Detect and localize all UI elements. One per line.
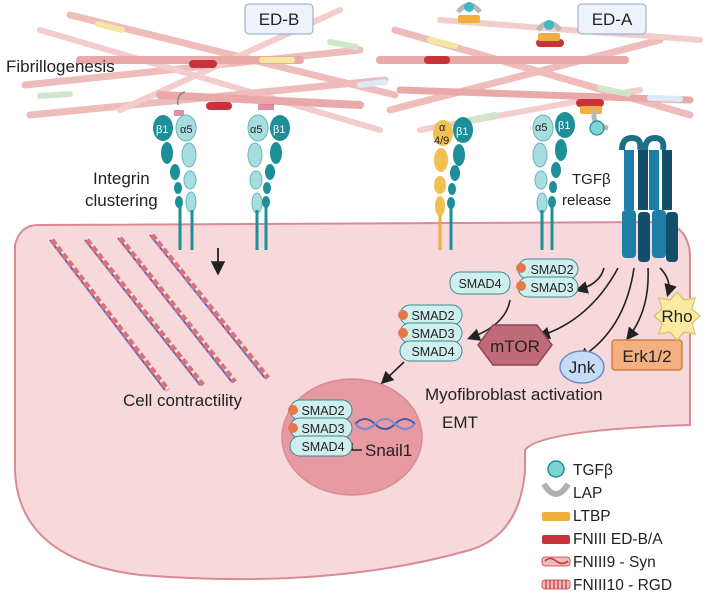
emt-label: EMT (442, 413, 478, 432)
alpha49-label-1: α (439, 122, 446, 134)
myofibroblast-activation-label: Myofibroblast activation (425, 385, 603, 404)
legend-edba-label: FNIII ED-B/A (573, 531, 663, 548)
legend-tgfb-swatch (547, 460, 565, 478)
latent-tgfb-complex-right (536, 20, 562, 41)
actin-stress-fibres (49, 233, 270, 392)
smad-complex-nucleus: SMAD2 SMAD3 SMAD4 (288, 399, 353, 457)
legend: TGFβ LAP LTBP FNIII ED-B/A FNIII9 - Syn … (541, 460, 672, 594)
ed-a-label: ED-A (592, 10, 633, 29)
smad2-label: SMAD2 (301, 404, 344, 418)
smad2-label: SMAD2 (411, 309, 454, 323)
fibronectin-fibres (21, 7, 703, 133)
cell-contractility-label: Cell contractility (123, 391, 243, 410)
alpha5-label-right: α5 (535, 122, 547, 134)
ed-a-box (577, 3, 647, 35)
integrin-dimer-alpha49 (433, 117, 473, 250)
tgfb-release-label-2: release (562, 192, 611, 209)
ed-b-box (244, 3, 314, 35)
smad4-label: SMAD4 (301, 440, 344, 454)
legend-syn-swatch (541, 556, 571, 567)
mtor-label: mTOR (490, 337, 540, 356)
alpha49-label-2: 4/9 (434, 135, 449, 147)
integrin-clustering-label-1: Integrin (93, 169, 150, 188)
alpha5-label-left: α5 (180, 124, 192, 136)
mtor-node (477, 324, 553, 366)
beta1-label-alpha49: β1 (456, 126, 468, 138)
snail1-label: Snail1 (365, 441, 412, 460)
beta1-label-left: β1 (156, 124, 168, 136)
smad-complex-cytoplasm: SMAD2 SMAD3 SMAD4 (398, 304, 463, 362)
legend-ltbp-swatch (542, 512, 570, 521)
beta1-label-right: β1 (558, 120, 570, 132)
tgfb-receptors (619, 134, 678, 262)
rho-label: Rho (661, 307, 692, 326)
smad3-label: SMAD3 (411, 327, 454, 341)
integrin-dimer-right (532, 112, 575, 250)
rho-node (653, 291, 701, 341)
jnk-label: Jnk (569, 358, 596, 377)
latent-tgfb-complex-left (456, 2, 482, 23)
legend-syn-label: FNIII9 - Syn (573, 554, 656, 571)
alpha5-label-mid: α5 (250, 124, 262, 136)
smad-complex-receptor: SMAD4 SMAD2 SMAD3 (449, 258, 579, 298)
legend-ltbp-label: LTBP (573, 508, 611, 525)
legend-tgfb-label: TGFβ (573, 462, 613, 479)
jnk-node (559, 350, 605, 384)
smad4-label: SMAD4 (458, 277, 501, 291)
legend-lap-swatch (541, 482, 571, 497)
integrin-dimer-left (153, 91, 197, 250)
ed-b-label: ED-B (259, 10, 300, 29)
smad3-label: SMAD3 (301, 422, 344, 436)
integrin-clustering-label-2: clustering (85, 191, 158, 210)
erk-node (611, 339, 683, 371)
legend-lap-label: LAP (573, 485, 602, 502)
fibrillogenesis-label: Fibrillogenesis (6, 57, 115, 76)
erk-label: Erk1/2 (622, 347, 671, 366)
tgfb-release-label-1: TGFβ (572, 171, 611, 188)
legend-rgd-swatch (541, 579, 571, 590)
beta1-label-mid: β1 (273, 124, 285, 136)
smad3-label: SMAD3 (530, 281, 573, 295)
dna-helix (354, 418, 416, 430)
released-tgfb-complex (580, 106, 609, 136)
legend-edba-swatch (542, 535, 570, 544)
integrin-dimer-mid (247, 104, 290, 250)
smad2-label: SMAD2 (530, 263, 573, 277)
smad4-label: SMAD4 (411, 345, 454, 359)
legend-rgd-label: FNIII10 - RGD (573, 577, 672, 594)
